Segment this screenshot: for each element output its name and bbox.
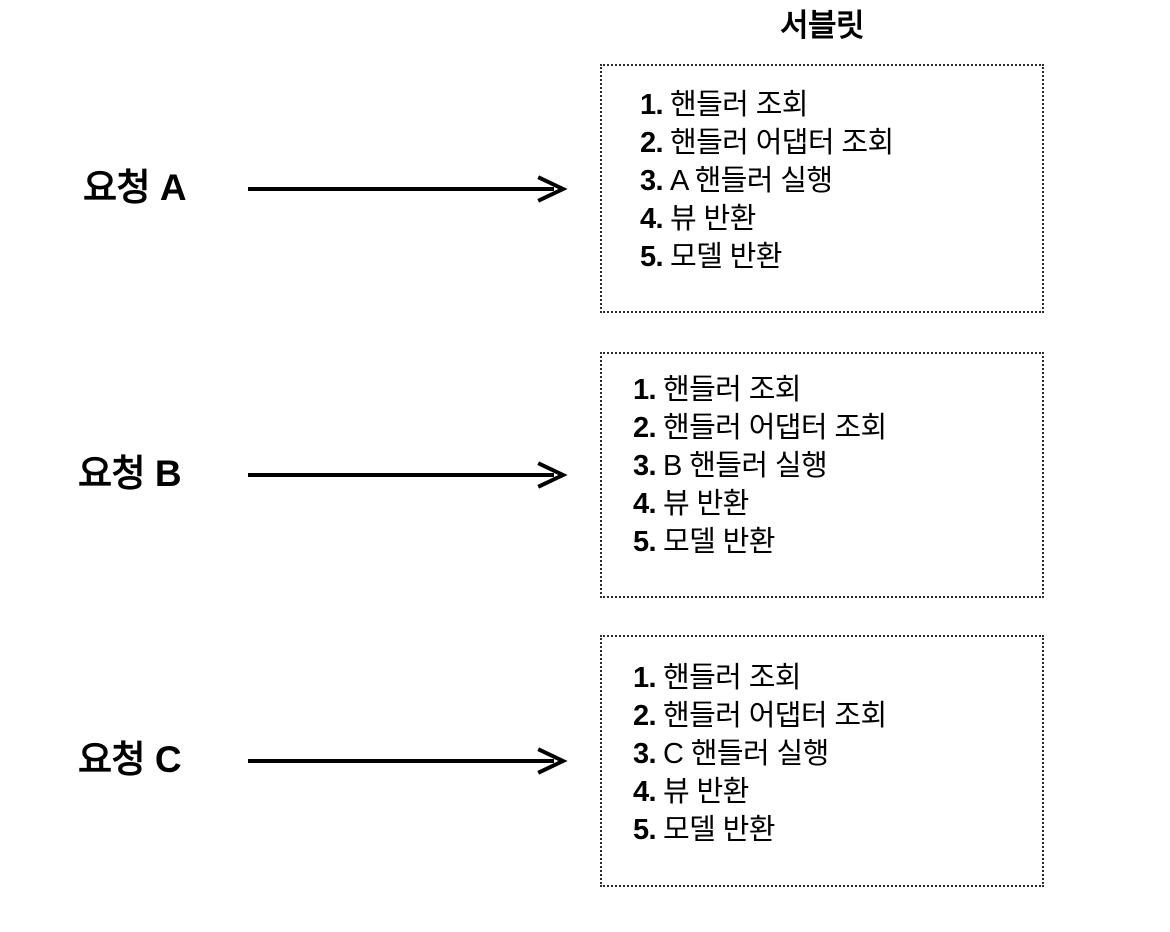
list-item: 5.모델 반환 bbox=[640, 238, 894, 276]
step-number: 5. bbox=[640, 241, 664, 273]
step-text: C 핸들러 실행 bbox=[663, 738, 829, 770]
list-item: 4.뷰 반환 bbox=[633, 773, 887, 811]
step-text: 핸들러 조회 bbox=[663, 374, 801, 406]
list-item: 4.뷰 반환 bbox=[640, 200, 894, 238]
request-label-c: 요청 C bbox=[78, 739, 182, 780]
step-number: 2. bbox=[633, 412, 657, 444]
step-text: 핸들러 조회 bbox=[663, 662, 801, 694]
step-number: 4. bbox=[633, 488, 657, 520]
page-title: 서블릿 bbox=[779, 8, 865, 43]
list-item: 5.모델 반환 bbox=[633, 811, 887, 849]
step-number: 5. bbox=[633, 814, 657, 846]
step-text: 모델 반환 bbox=[670, 241, 782, 273]
step-text: 핸들러 조회 bbox=[670, 89, 808, 121]
list-item: 2.핸들러 어댑터 조회 bbox=[633, 409, 887, 447]
step-number: 1. bbox=[633, 662, 657, 694]
step-number: 3. bbox=[633, 738, 657, 770]
request-label-a: 요청 A bbox=[83, 167, 187, 208]
list-item: 3.B 핸들러 실행 bbox=[633, 447, 887, 485]
arrow-request-c bbox=[246, 747, 568, 775]
list-item: 3.A 핸들러 실행 bbox=[640, 162, 894, 200]
step-text: 핸들러 어댑터 조회 bbox=[663, 700, 887, 732]
step-list-a: 1.핸들러 조회 2.핸들러 어댑터 조회 3.A 핸들러 실행 4.뷰 반환 … bbox=[640, 86, 894, 276]
step-number: 2. bbox=[633, 700, 657, 732]
servlet-step-box-a: 1.핸들러 조회 2.핸들러 어댑터 조회 3.A 핸들러 실행 4.뷰 반환 … bbox=[600, 64, 1044, 313]
step-text: 모델 반환 bbox=[663, 526, 775, 558]
step-number: 1. bbox=[640, 89, 664, 121]
step-text: 뷰 반환 bbox=[663, 488, 749, 520]
step-number: 1. bbox=[633, 374, 657, 406]
arrow-request-a bbox=[246, 175, 568, 203]
step-number: 4. bbox=[633, 776, 657, 808]
servlet-step-box-c: 1.핸들러 조회 2.핸들러 어댑터 조회 3.C 핸들러 실행 4.뷰 반환 … bbox=[600, 635, 1044, 887]
step-list-b: 1.핸들러 조회 2.핸들러 어댑터 조회 3.B 핸들러 실행 4.뷰 반환 … bbox=[633, 371, 887, 561]
list-item: 2.핸들러 어댑터 조회 bbox=[633, 697, 887, 735]
step-text: 뷰 반환 bbox=[663, 776, 749, 808]
list-item: 1.핸들러 조회 bbox=[633, 659, 887, 697]
step-list-c: 1.핸들러 조회 2.핸들러 어댑터 조회 3.C 핸들러 실행 4.뷰 반환 … bbox=[633, 659, 887, 849]
list-item: 1.핸들러 조회 bbox=[633, 371, 887, 409]
list-item: 1.핸들러 조회 bbox=[640, 86, 894, 124]
list-item: 2.핸들러 어댑터 조회 bbox=[640, 124, 894, 162]
request-label-b: 요청 B bbox=[78, 453, 182, 494]
step-number: 4. bbox=[640, 203, 664, 235]
step-number: 3. bbox=[640, 165, 664, 197]
step-text: B 핸들러 실행 bbox=[663, 450, 828, 482]
step-text: 핸들러 어댑터 조회 bbox=[663, 412, 887, 444]
step-number: 5. bbox=[633, 526, 657, 558]
list-item: 4.뷰 반환 bbox=[633, 485, 887, 523]
step-text: A 핸들러 실행 bbox=[670, 165, 833, 197]
step-text: 핸들러 어댑터 조회 bbox=[670, 127, 894, 159]
arrow-request-b bbox=[246, 461, 568, 489]
step-text: 모델 반환 bbox=[663, 814, 775, 846]
list-item: 5.모델 반환 bbox=[633, 523, 887, 561]
step-number: 3. bbox=[633, 450, 657, 482]
list-item: 3.C 핸들러 실행 bbox=[633, 735, 887, 773]
step-number: 2. bbox=[640, 127, 664, 159]
servlet-step-box-b: 1.핸들러 조회 2.핸들러 어댑터 조회 3.B 핸들러 실행 4.뷰 반환 … bbox=[600, 352, 1044, 598]
step-text: 뷰 반환 bbox=[670, 203, 756, 235]
